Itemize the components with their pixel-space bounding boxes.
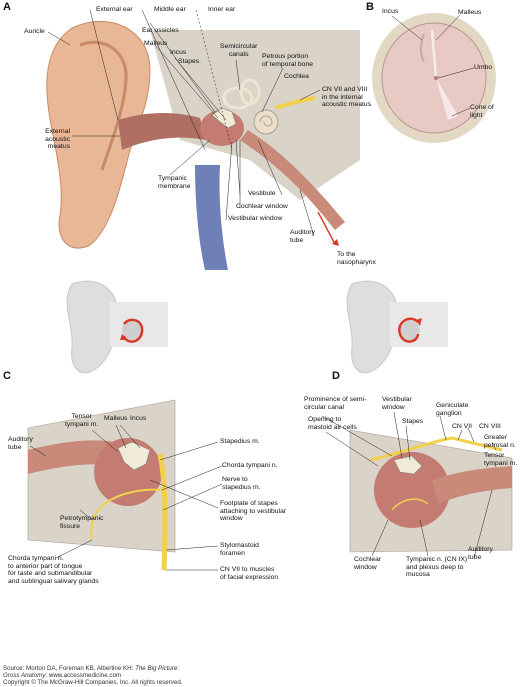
footer-source: Source: Morton DA, Foreman KB, Albertine… — [3, 665, 182, 687]
ossicles-c — [117, 441, 151, 471]
panel-c-illustration — [27, 399, 223, 571]
label-vestibule: Vestibule — [248, 190, 276, 197]
label-malleus: Malleus — [144, 40, 168, 47]
label-greater-petrosal: Greater petrosal n. — [484, 434, 516, 449]
footer-source-prefix: Source: Morton DA, Foreman KB, Albertine… — [3, 665, 136, 672]
label-petrous-portion: Petrous portion of temporal bone — [262, 53, 314, 68]
thumbnail-c — [50, 272, 170, 382]
footer-copyright: Copyright © The McGraw-Hill Companies, I… — [3, 679, 183, 687]
panel-d: D Prominence of semi- circular canal Ves… — [262, 370, 520, 620]
label-inner-ear: Inner ear — [208, 6, 236, 13]
label-malleus-b: Malleus — [458, 9, 482, 16]
label-prominence: Prominence of semi- circular canal — [304, 396, 367, 411]
label-cn-vii-d: CN VII — [452, 423, 473, 430]
auditory-tube-shape — [240, 130, 345, 230]
label-umbo: Umbo — [474, 64, 493, 71]
label-cochlea: Cochlea — [284, 73, 309, 80]
label-stapes-d: Stapes — [402, 418, 424, 425]
ossicles-shape — [211, 107, 237, 129]
panel-a-label: A — [3, 1, 11, 13]
label-auditory-tube-a: Auditory tube — [290, 229, 315, 244]
thumbnail-c-illustration — [66, 280, 168, 374]
facial-nerve-c — [157, 453, 168, 571]
label-stylomastoid: Stylomastoid foramen — [220, 542, 259, 557]
footer-source-line2-rest: : www.accessmedicine.com — [45, 672, 122, 680]
label-petrotympanic: Petrotympanic fissure — [60, 515, 104, 530]
facial-nerve-d — [369, 436, 503, 462]
label-opening-mastoid: Opening to mastoid air cells — [308, 416, 357, 431]
auricle-shape — [46, 20, 151, 249]
chorda-tympani-c — [90, 488, 163, 541]
cochlea-shape — [253, 109, 279, 135]
panel-a-illustration — [46, 9, 360, 270]
panel-b-illustration — [372, 13, 496, 143]
label-stapedius: Stapedius m. — [220, 438, 260, 445]
label-auricle: Auricle — [24, 28, 45, 35]
label-cochlear-window-d: Cochlear window — [354, 556, 382, 571]
label-auditory-tube-d: Auditory tube — [468, 546, 493, 561]
thumbnail-d-illustration — [346, 280, 448, 374]
label-stapes: Stapes — [178, 58, 200, 65]
ossicles-d — [393, 455, 423, 475]
label-external-ear: External ear — [96, 6, 133, 13]
panel-c-label: C — [3, 370, 11, 382]
label-malleus-c: Malleus — [104, 415, 128, 422]
footer-source-title: The Big Picture: — [135, 665, 180, 672]
panel-b: B Incus Malleus Umbo Cone of light — [362, 0, 520, 175]
label-semicircular-canals: Semicircular canals — [220, 43, 258, 58]
thumbnail-d — [330, 272, 450, 382]
label-tensor-tympani-c: Tensor tympani m. — [65, 413, 99, 428]
label-incus-b: Incus — [382, 8, 399, 15]
panel-d-label: D — [332, 370, 340, 382]
label-cone-of-light: Cone of light — [470, 104, 494, 119]
panel-b-label: B — [366, 1, 374, 13]
external-acoustic-meatus-shape — [118, 113, 205, 150]
label-cn-vii-muscles: CN VII to muscles of facial expression — [220, 566, 279, 581]
label-tympanic-n: Tympanic n. (CN IX) and plexus deep to m… — [406, 556, 468, 579]
label-geniculate: Geniculate ganglion — [436, 402, 469, 417]
temporal-bone-region — [150, 30, 360, 200]
label-tympanic-membrane: Tympanic membrane — [158, 175, 191, 190]
label-footplate: Footplate of stapes attaching to vestibu… — [220, 500, 287, 523]
label-ear-ossicles: Ear ossicles — [142, 27, 179, 34]
label-tensor-tympani-d: Tensor tympani m. — [484, 452, 518, 467]
label-middle-ear: Middle ear — [154, 6, 186, 13]
blue-vessel-shape — [195, 165, 228, 270]
label-auditory-tube-c: Auditory tube — [8, 436, 33, 451]
label-chorda-to-tongue: Chorda tympani n. to anterior part of to… — [8, 555, 99, 585]
tympanic-plexus-d — [391, 498, 429, 511]
label-external-acoustic-meatus: External acoustic meatus — [45, 128, 70, 151]
label-nerve-to-stapedius: Nerve to stapedius m. — [222, 476, 261, 491]
label-to-nasopharynx: To the nasopharynx — [337, 251, 376, 266]
panel-d-illustration — [321, 411, 513, 559]
label-cn-vii-viii: CN VII and VIII in the internal acoustic… — [322, 86, 372, 109]
label-incus-c: Incus — [130, 415, 147, 422]
footer-source-line2-title: Gross Anatomy — [3, 672, 46, 680]
panel-a: A External ear Middle ear Inner ear Auri… — [0, 0, 376, 272]
panel-c: C Tensor tympani m. Malleus Incus Audito… — [0, 370, 286, 620]
label-cochlear-window: Cochlear window — [236, 203, 288, 210]
cone-of-light-shape — [436, 78, 458, 120]
auditory-tube-d — [432, 466, 512, 504]
label-vestibular-window-d: Vestibular window — [382, 396, 412, 411]
cn-vii-viii-nerve — [274, 96, 316, 110]
label-cn-viii-d: CN VIII — [479, 423, 501, 430]
label-vestibular-window: Vestibular window — [228, 215, 283, 222]
label-incus: Incus — [170, 49, 187, 56]
auditory-tube-c — [28, 440, 115, 474]
label-chorda-tympani-c: Chorda tympani n. — [222, 462, 278, 469]
